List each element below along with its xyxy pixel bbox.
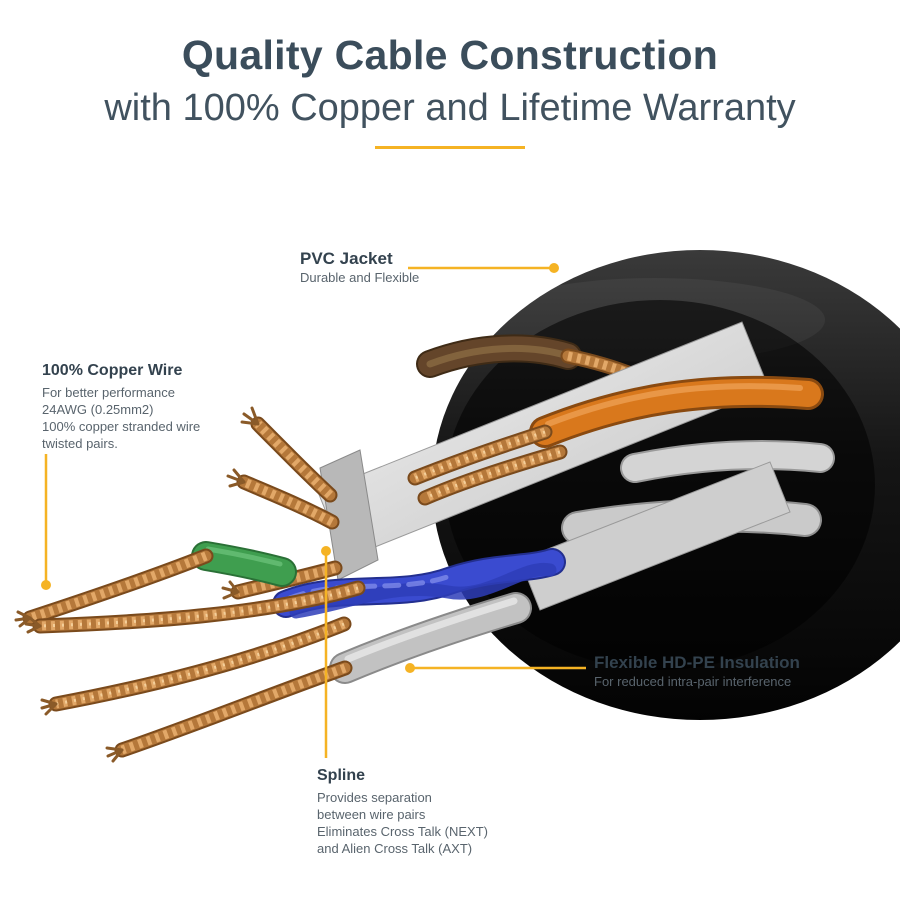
pvc-jacket-description: Durable and Flexible — [300, 270, 420, 285]
callout-copper-wire: 100% Copper Wire For better performance … — [42, 362, 252, 452]
green-wire — [14, 541, 297, 628]
copper-leader-dot — [41, 580, 51, 590]
spline-line-4: and Alien Cross Talk (AXT) — [317, 841, 473, 856]
pvc-leader-dot — [549, 263, 559, 273]
callout-spline: Spline Provides separation between wire … — [317, 767, 547, 857]
spline-line-1: Provides separation — [317, 790, 432, 805]
callout-pvc-jacket: PVC Jacket Durable and Flexible — [300, 249, 419, 286]
pvc-jacket-title: PVC Jacket — [300, 249, 393, 268]
callout-hdpe-insulation: Flexible HD-PE Insulation For reduced in… — [594, 653, 800, 690]
copper-wire-upper-left — [221, 406, 335, 600]
spline-leader-dot — [321, 546, 331, 556]
page-subtitle: with 100% Copper and Lifetime Warranty — [104, 87, 796, 129]
copper-wire-line-3: 100% copper stranded wire — [42, 419, 201, 434]
copper-wire-line-2: 24AWG (0.25mm2) — [42, 402, 154, 417]
orange-wire — [529, 375, 824, 448]
copper-wire-bottom-left — [24, 588, 358, 716]
brown-wire — [416, 334, 672, 396]
header: Quality Cable Construction with 100% Cop… — [0, 32, 900, 149]
copper-wire-title: 100% Copper Wire — [42, 362, 183, 379]
spline-fin — [319, 449, 379, 581]
spline-line-3: Eliminates Cross Talk (NEXT) — [317, 824, 488, 839]
spline-sheet-lower — [519, 461, 791, 611]
hdpe-leader-dot — [405, 663, 415, 673]
copper-wire-line-4: twisted pairs. — [42, 436, 118, 451]
spline-title: Spline — [317, 767, 366, 784]
hdpe-insulation-title: Flexible HD-PE Insulation — [594, 653, 800, 672]
spline-line-2: between wire pairs — [317, 807, 426, 822]
leader-lines — [41, 263, 586, 758]
page-title: Quality Cable Construction — [181, 32, 719, 78]
gray-wire — [105, 592, 532, 763]
title-underline-accent — [375, 146, 525, 149]
hdpe-insulation-description: For reduced intra-pair interference — [594, 674, 792, 689]
copper-wire-line-1: For better performance — [42, 385, 175, 400]
